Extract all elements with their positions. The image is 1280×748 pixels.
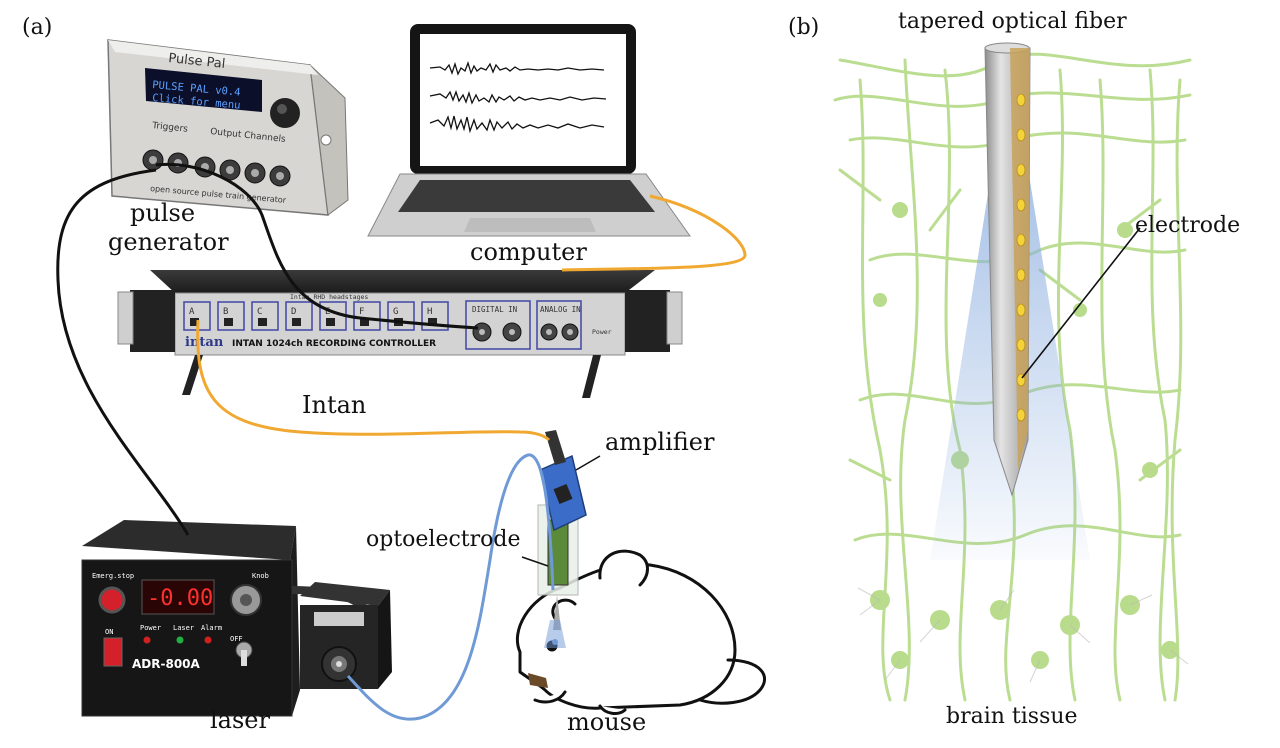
panel-a-tag: (a)	[22, 15, 53, 40]
intan-title: INTAN 1024ch RECORDING CONTROLLER	[232, 339, 436, 349]
amplifier-label: amplifier	[605, 428, 715, 456]
intan-port-c: C	[257, 307, 262, 317]
orange-cable-intan-amplifier	[196, 319, 551, 442]
orange-cable-laptop-intan	[561, 194, 747, 272]
computer-label: computer	[470, 238, 587, 266]
laser-alarm-label: Alarm	[201, 624, 222, 632]
intan-power: Power	[592, 328, 612, 336]
amplifier-headstage	[539, 430, 587, 532]
brain-tissue-illustration	[833, 42, 1192, 702]
laser-power-label: Power	[140, 624, 161, 632]
intan-controller-device: A B C D E F G H DIGITAL IN ANALOG IN Int…	[117, 270, 683, 398]
laser-on-label: ON	[105, 628, 113, 636]
mouse-label: mouse	[567, 708, 647, 736]
electrode-label: electrode	[1135, 213, 1241, 238]
laser-model: ADR-800A	[132, 657, 201, 671]
electrode-sites	[1016, 93, 1026, 422]
mouse-food	[528, 673, 548, 688]
tissue-label: brain tissue	[946, 704, 1078, 729]
intan-port-f: F	[359, 307, 364, 317]
intan-port-a: A	[189, 307, 195, 317]
pulse-label: pulse	[130, 199, 196, 227]
fiber-label: tapered optical fiber	[898, 9, 1127, 34]
electrode-leader	[1021, 227, 1141, 379]
amplifier-leader	[575, 455, 601, 471]
computer-laptop	[367, 24, 691, 237]
laser-display: -0.00	[147, 586, 213, 611]
intan-label: Intan	[302, 391, 367, 419]
generator-label: generator	[108, 228, 229, 256]
intan-digital-in: DIGITAL IN	[472, 305, 517, 314]
laser-knob-label: Knob	[252, 572, 269, 580]
intan-port-b: B	[223, 307, 228, 317]
laser-power-supply: -0.00 Emerg.stop Knob Power Laser Alarm …	[81, 520, 374, 717]
laser-label: laser	[210, 706, 270, 734]
laser-laser-label: Laser	[173, 624, 194, 632]
intan-port-g: G	[393, 307, 398, 317]
laser-off-label: OFF	[230, 635, 243, 643]
pulse-generator-device: PULSE PAL v0.4 Click for menu Pulse Pal …	[107, 39, 349, 216]
intan-headstages: Intan RHD headstages	[290, 293, 368, 301]
intan-port-d: D	[291, 307, 296, 317]
panel-b-tag: (b)	[788, 15, 820, 40]
laser-head	[300, 582, 392, 689]
intan-port-e: E	[325, 307, 330, 317]
intan-logo: intan	[185, 335, 224, 350]
intan-port-h: H	[427, 307, 432, 317]
optoelectrode-leader	[521, 556, 549, 567]
laser-emergency-label: Emerg.stop	[92, 572, 134, 580]
electrode-shank	[1010, 48, 1030, 470]
black-cable-pulse-laser	[56, 168, 190, 536]
intan-analog-in: ANALOG IN	[540, 305, 581, 314]
pulse-brand: Pulse Pal	[168, 51, 226, 72]
optoelectrode-label: optoelectrode	[366, 527, 521, 552]
pulse-triggers-text: Triggers	[151, 121, 189, 135]
blue-fiber-laser-mouse	[346, 453, 555, 721]
black-cable-pulse-intan	[155, 162, 479, 330]
